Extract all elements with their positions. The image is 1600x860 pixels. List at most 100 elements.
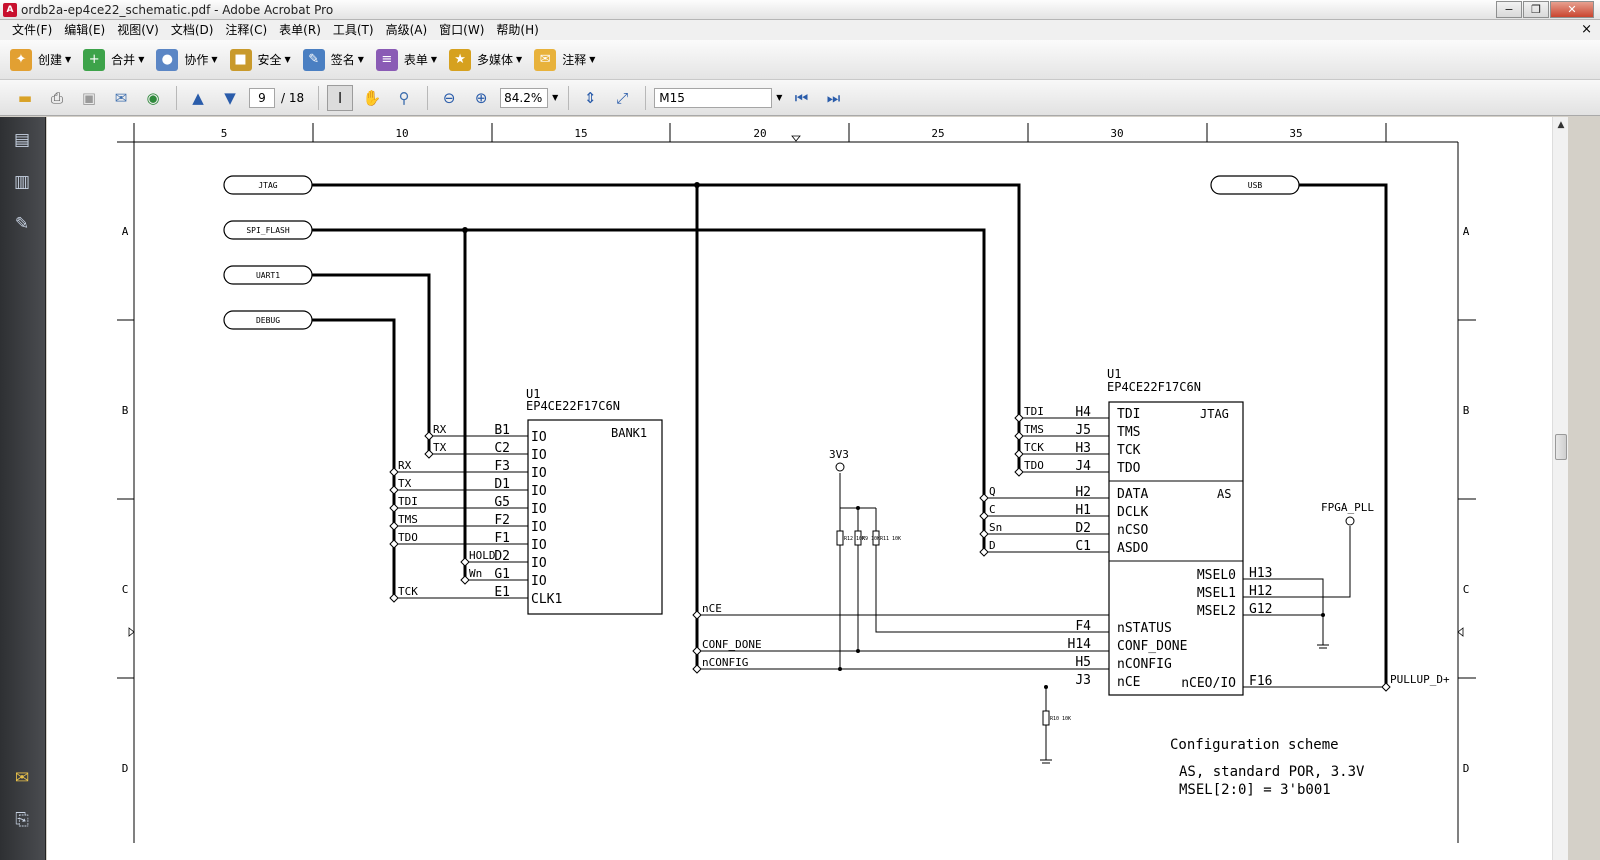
fit-page-icon[interactable]: ⤢ bbox=[616, 88, 629, 107]
scroll-up-icon[interactable]: ▲ bbox=[1557, 120, 1565, 130]
zoom-tool-icon[interactable]: ⚲ bbox=[398, 88, 410, 107]
forms-button[interactable]: ≡ 表单▼ bbox=[375, 45, 437, 75]
svg-text:BANK1: BANK1 bbox=[611, 426, 647, 440]
pin-name: TDI bbox=[1117, 407, 1140, 422]
menu-file[interactable]: 文件(F) bbox=[12, 23, 53, 37]
pin-net-label: Q bbox=[989, 485, 996, 498]
svg-text:R12 10K: R12 10K bbox=[844, 536, 865, 542]
pin-name: TMS bbox=[1117, 425, 1140, 440]
multimedia-button[interactable]: ★ 多媒体▼ bbox=[449, 45, 522, 75]
pin-number: C1 bbox=[1075, 539, 1091, 554]
collaborate-button[interactable]: ● 协作▼ bbox=[156, 45, 218, 75]
comment-icon: ✉ bbox=[534, 48, 557, 71]
chevron-down-icon: ▼ bbox=[589, 55, 596, 64]
pin-name: IO bbox=[531, 520, 547, 535]
zoom-out-icon[interactable]: ⊖ bbox=[442, 88, 456, 107]
next-page-icon[interactable]: ▼ bbox=[224, 88, 236, 107]
pin-number: F4 bbox=[1075, 619, 1091, 634]
combine-icon: + bbox=[83, 48, 106, 71]
scroll-thumb[interactable] bbox=[1555, 434, 1567, 460]
find-previous-icon[interactable]: ⏮ bbox=[794, 88, 809, 107]
navigation-pane: ▤ ▥ ✎ ✉ ⎘ bbox=[0, 117, 46, 860]
pin-number: G12 bbox=[1249, 602, 1272, 617]
sign-button[interactable]: ✎ 签名▼ bbox=[302, 45, 364, 75]
vertical-scrollbar[interactable]: ▲ bbox=[1552, 117, 1568, 860]
menu-view[interactable]: 视图(V) bbox=[117, 23, 159, 37]
pin-net-label: TDI bbox=[398, 495, 418, 508]
pin-number: H3 bbox=[1075, 441, 1091, 456]
create-button[interactable]: ✦ 创建▼ bbox=[10, 45, 71, 75]
pin-name: IO bbox=[531, 538, 547, 553]
pin-name: IO bbox=[531, 502, 547, 517]
chevron-down-icon[interactable]: ▼ bbox=[776, 93, 783, 102]
pin-net-label: TMS bbox=[1024, 423, 1044, 436]
menu-edit[interactable]: 编辑(E) bbox=[64, 23, 106, 37]
menu-bar: 文件(F) 编辑(E) 视图(V) 文档(D) 注释(C) 表单(R) 工具(T… bbox=[0, 20, 1600, 40]
pin-number: F16 bbox=[1249, 674, 1272, 689]
pin-name: nCEO/IO bbox=[1181, 676, 1236, 691]
pin-number: G1 bbox=[494, 567, 510, 582]
menu-help[interactable]: 帮助(H) bbox=[496, 23, 539, 37]
comment-button[interactable]: ✉ 注释▼ bbox=[534, 45, 595, 75]
web-share-icon[interactable]: ◉ bbox=[146, 88, 160, 107]
resistor-r10 bbox=[1042, 710, 1050, 726]
pin-net-label: TX bbox=[433, 441, 447, 454]
connector-diamond bbox=[979, 493, 989, 503]
menu-window[interactable]: 窗口(W) bbox=[439, 23, 485, 37]
attachments-icon[interactable]: ⎘ bbox=[15, 810, 29, 830]
svg-text:JTAG: JTAG bbox=[258, 181, 277, 190]
config-symbol: U1 EP4CE22F17C6N JTAG AS bbox=[1107, 367, 1244, 696]
pin-name: MSEL2 bbox=[1197, 604, 1236, 619]
find-input[interactable]: M15 bbox=[654, 87, 773, 108]
ruler-number: 10 bbox=[395, 127, 408, 140]
row-letter: C bbox=[122, 583, 129, 596]
zoom-in-icon[interactable]: ⊕ bbox=[474, 88, 488, 107]
pin-number: F2 bbox=[494, 513, 510, 528]
email-icon[interactable]: ✉ bbox=[114, 88, 128, 107]
connector-diamond bbox=[1014, 413, 1024, 423]
open-folder-icon[interactable]: ▬ bbox=[17, 88, 33, 107]
select-tool-icon[interactable]: I bbox=[327, 84, 354, 111]
connector-diamond bbox=[1014, 467, 1024, 477]
save-icon[interactable]: ▣ bbox=[81, 88, 97, 107]
zoom-level-input[interactable]: 84.2% bbox=[500, 87, 549, 108]
combine-button[interactable]: + 合并▼ bbox=[83, 45, 144, 75]
connector-diamond bbox=[424, 431, 434, 441]
menu-forms[interactable]: 表单(R) bbox=[279, 23, 321, 37]
pin-net-label: TMS bbox=[398, 513, 418, 526]
close-button[interactable]: ✕ bbox=[1550, 1, 1594, 18]
minimize-button[interactable]: − bbox=[1496, 1, 1522, 18]
menu-document[interactable]: 文档(D) bbox=[170, 23, 214, 37]
page-number-input[interactable]: 9 bbox=[249, 87, 275, 108]
document-view[interactable]: 5 10 15 20 25 30 35 A B C D A B C D bbox=[47, 117, 1552, 860]
resistor-r9 bbox=[854, 530, 862, 546]
print-icon[interactable]: ⎙ bbox=[50, 88, 63, 107]
comments-icon[interactable]: ✉ bbox=[14, 768, 30, 788]
menu-comments[interactable]: 注释(C) bbox=[225, 23, 268, 37]
svg-text:DEBUG: DEBUG bbox=[256, 316, 280, 325]
pin-name: MSEL0 bbox=[1197, 568, 1236, 583]
pin-number: J5 bbox=[1075, 423, 1091, 438]
bookmarks-icon[interactable]: ▥ bbox=[13, 172, 31, 192]
pin-name: nSTATUS bbox=[1117, 621, 1172, 636]
signatures-icon[interactable]: ✎ bbox=[14, 214, 30, 234]
maximize-button[interactable]: ❐ bbox=[1523, 1, 1549, 18]
notes-line-2: MSEL[2:0] = 3'b001 bbox=[1179, 782, 1331, 798]
pin-name: TCK bbox=[1117, 443, 1141, 458]
document-close-button[interactable]: × bbox=[1581, 22, 1592, 37]
port-debug: DEBUG bbox=[223, 310, 313, 330]
previous-page-icon[interactable]: ▲ bbox=[192, 88, 204, 107]
hand-tool-icon[interactable]: ✋ bbox=[362, 88, 382, 107]
power-3v3-symbol bbox=[835, 462, 845, 472]
connector-diamond bbox=[389, 593, 399, 603]
menu-tools[interactable]: 工具(T) bbox=[332, 23, 374, 37]
scrolling-mode-icon[interactable]: ⇕ bbox=[584, 88, 597, 107]
find-next-icon[interactable]: ⏭ bbox=[826, 88, 841, 107]
pages-icon[interactable]: ▤ bbox=[13, 130, 31, 150]
security-button[interactable]: ■ 安全▼ bbox=[229, 45, 291, 75]
menu-advanced[interactable]: 高级(A) bbox=[385, 23, 428, 37]
chevron-down-icon[interactable]: ▼ bbox=[552, 93, 559, 102]
window-frame-right bbox=[1568, 117, 1600, 860]
ruler-number: 20 bbox=[753, 127, 766, 140]
